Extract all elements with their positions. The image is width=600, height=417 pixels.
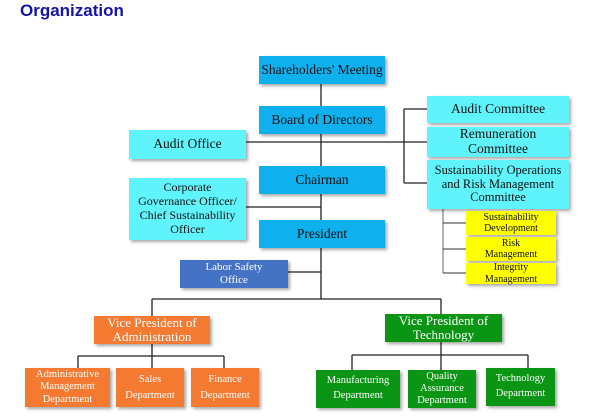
sustainability-development-node: Sustainability Development — [466, 211, 556, 235]
president-node: President — [259, 220, 385, 248]
sustainability-committee-node: Sustainability Operations and Risk Manag… — [427, 160, 569, 209]
technology-department-node: Technology Department — [486, 368, 555, 406]
chairman-node: Chairman — [259, 166, 385, 194]
manufacturing-department-node: Manufacturing Department — [316, 370, 400, 408]
risk-management-node: Risk Management — [466, 237, 556, 261]
shareholders-meeting-node: Shareholders' Meeting — [259, 56, 385, 84]
sales-department-node: Sales Department — [116, 368, 184, 407]
remuneration-committee-node: Remuneration Committee — [427, 126, 569, 157]
labor-safety-office-node: Labor Safety Office — [180, 260, 288, 288]
integrity-management-node: Integrity Management — [466, 262, 556, 285]
audit-committee-node: Audit Committee — [427, 96, 569, 123]
audit-office-node: Audit Office — [129, 130, 246, 159]
page-title: Organization — [20, 1, 124, 20]
board-of-directors-node: Board of Directors — [259, 106, 385, 134]
vp-technology-node: Vice President of Technology — [385, 314, 502, 342]
finance-department-node: Finance Department — [191, 368, 259, 407]
corporate-governance-node: Corporate Governance Officer/ Chief Sust… — [129, 178, 246, 240]
quality-assurance-department-node: Quality Assurance Department — [408, 370, 476, 408]
administrative-management-department-node: Administrative Management Department — [25, 368, 110, 407]
vp-administration-node: Vice President of Administration — [94, 315, 210, 344]
